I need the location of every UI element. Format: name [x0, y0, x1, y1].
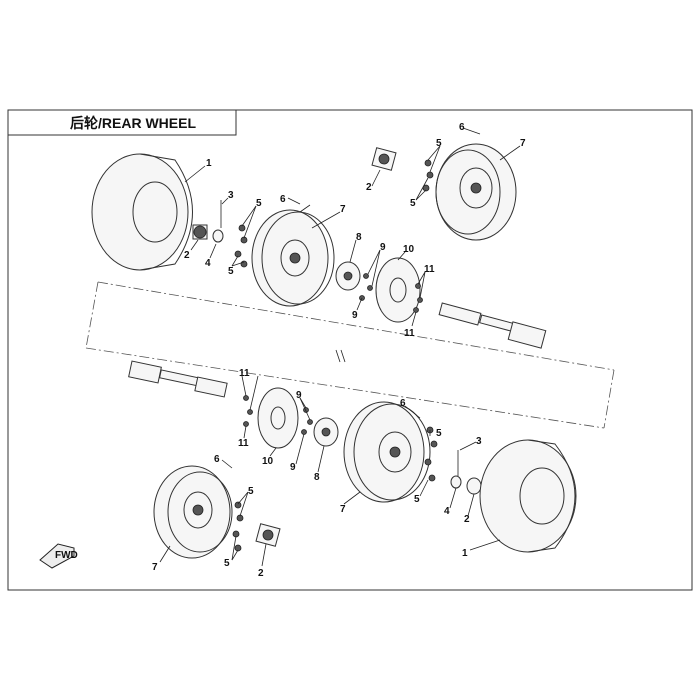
axle-envelope: [85, 281, 615, 429]
castle-nut-bottom-right: [450, 450, 462, 489]
callout-lug-nut-top-right-2: 5: [410, 198, 416, 209]
callout-rim-bottom-left: 7: [152, 562, 158, 573]
callout-lug-nut-top-right-1: 5: [436, 138, 442, 149]
hub-cap-top-right: [371, 147, 397, 171]
callout-tire-top: 1: [206, 158, 212, 169]
callout-castle-nut-top: 4: [205, 258, 211, 269]
callout-disc-top: 10: [403, 244, 415, 255]
rim-top-center: [251, 204, 335, 307]
drive-shaft-bottom-left: [128, 360, 228, 398]
callout-bolt-top-2: 9: [352, 310, 358, 321]
callout-hub-cap-bottom-left: 2: [258, 568, 264, 579]
callout-hub-cap-top-right: 2: [366, 182, 372, 193]
callout-labels: 1 2 3 4 5 5 6 7 8 9 9 10 11 11 2 6 5 5 7…: [152, 122, 526, 579]
callout-lug-nut-bottom-right-1: 5: [436, 428, 442, 439]
lug-nuts-top-right: [422, 159, 434, 192]
callout-rim-bottom: 7: [340, 504, 346, 515]
callout-lug-nut-top-2: 5: [228, 266, 234, 277]
callout-rim-top-right: 7: [520, 138, 526, 149]
leader-lines: [159, 127, 521, 567]
title-box: [7, 109, 237, 136]
castle-nut-top-left: [212, 200, 224, 243]
callout-lug-nut-bottom-right-2: 5: [414, 494, 420, 505]
hub-cap-top-left: [192, 224, 208, 240]
brake-disc-top: [375, 257, 421, 323]
callout-cotter-pin-bottom: 3: [476, 436, 482, 447]
callout-hub-cap-bottom-right: 2: [464, 514, 470, 525]
callout-disc-bolt-bottom-1: 11: [239, 368, 250, 379]
rim-bottom-left: [153, 465, 233, 559]
drive-shaft-top-right: [438, 302, 547, 349]
hub-cap-bottom-right: [466, 477, 482, 495]
callout-valve-bottom-left: 6: [214, 454, 220, 465]
callout-bolt-top-1: 9: [380, 242, 386, 253]
direction-label: FWD: [55, 550, 78, 561]
forward-arrow-icon: FWD: [39, 543, 78, 569]
callout-disc-bolt-top-2: 11: [404, 328, 415, 339]
callout-castle-nut-bottom: 4: [444, 506, 450, 517]
callout-hub-top: 8: [356, 232, 362, 243]
rim-bottom-center: [343, 401, 431, 503]
callout-disc-bolt-bottom-2: 11: [238, 438, 249, 449]
callout-hub-bottom: 8: [314, 472, 320, 483]
callout-bolt-bottom-1: 9: [296, 390, 302, 401]
hub-top: [335, 261, 361, 291]
callout-valve-bottom: 6: [400, 398, 406, 409]
tire-top-left: [91, 153, 193, 271]
callout-lug-nut-top-1: 5: [256, 198, 262, 209]
lug-nuts-top-left: [234, 224, 248, 268]
brake-disc-bottom: [257, 387, 299, 449]
rim-top-right: [435, 143, 517, 241]
callout-disc-bottom: 10: [262, 456, 274, 467]
callout-tire-bottom: 1: [462, 548, 468, 559]
tire-bottom-right: [479, 439, 577, 553]
callout-valve-top-right: 6: [459, 122, 465, 133]
diagram-title: 后轮/REAR WHEEL: [70, 115, 196, 131]
callout-bolt-bottom-2: 9: [290, 462, 296, 473]
diagram-frame: [7, 109, 693, 591]
callout-lug-nut-bottom-left-1: 5: [248, 486, 254, 497]
callout-disc-bolt-top-1: 11: [424, 264, 435, 275]
callout-cotter-pin-top: 3: [228, 190, 234, 201]
hub-cap-bottom-left: [255, 523, 281, 547]
callout-valve-top: 6: [280, 194, 286, 205]
callout-hub-cap-top: 2: [184, 250, 190, 261]
hub-bottom: [313, 417, 339, 447]
callout-rim-top: 7: [340, 204, 346, 215]
callout-lug-nut-bottom-left-2: 5: [224, 558, 230, 569]
